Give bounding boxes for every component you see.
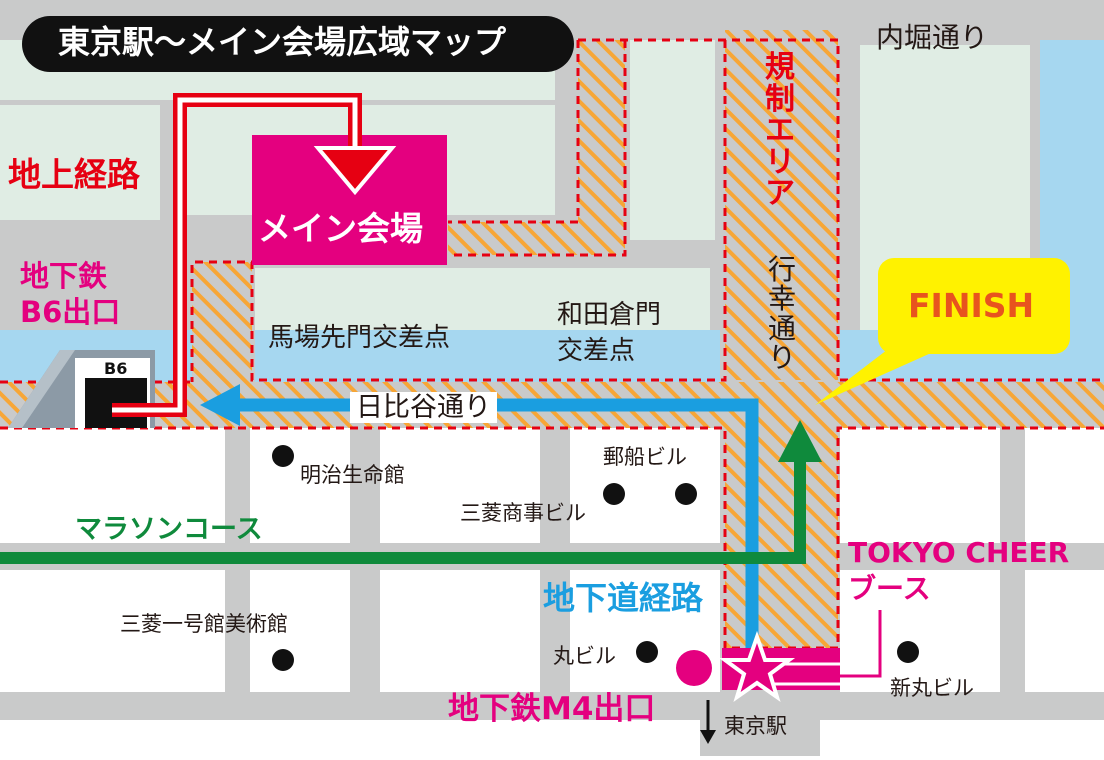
- dot-icon: [675, 483, 697, 505]
- station-label: 東京駅: [724, 714, 787, 738]
- building-meiji: 明治生命館: [300, 463, 405, 487]
- building-maru: 丸ビル: [553, 644, 616, 668]
- booth-marker: [718, 610, 882, 702]
- city-blocks: [0, 428, 1104, 756]
- map-title: 東京駅〜メイン会場広域マップ: [58, 23, 507, 61]
- dot-icon: [272, 649, 294, 671]
- finish-bubble: [815, 258, 1070, 405]
- b6-sign: B6: [104, 359, 128, 378]
- b6-exit-label-line1: 地下鉄: [20, 259, 108, 293]
- m4-exit-marker: [676, 650, 712, 686]
- underground-route-label: 地下道経路: [543, 579, 704, 617]
- intersection-wadakuramon-line2: 交差点: [557, 336, 636, 366]
- intersection-wadakuramon-line1: 和田倉門: [557, 300, 662, 330]
- down-arrow-icon: [700, 700, 716, 744]
- venue-label: メイン会場: [258, 209, 423, 248]
- building-dots: [272, 445, 919, 671]
- street-hibiya: 日比谷通り: [350, 392, 497, 423]
- booth-label-line2: ブース: [848, 572, 931, 605]
- building-shinmaru: 新丸ビル: [890, 676, 974, 700]
- booth-label-line1: TOKYO CHEER: [848, 536, 1070, 569]
- restricted-area-label: 規制エリア: [765, 50, 795, 211]
- street-gyoko: 行幸通り: [767, 253, 796, 375]
- m4-exit-label: 地下鉄M4出口: [448, 691, 656, 727]
- dot-icon: [897, 641, 919, 663]
- intersection-babasakimon: 馬場先門交差点: [268, 323, 451, 353]
- building-mitsubishi-ichigokan: 三菱一号館美術館: [120, 612, 288, 636]
- title-bar: [22, 16, 574, 72]
- building-mitsubishi-shoji: 三菱商事ビル: [460, 501, 586, 525]
- dot-icon: [603, 483, 625, 505]
- building-yusen: 郵船ビル: [603, 445, 687, 469]
- b6-exit-label-line2: B6出口: [20, 295, 121, 329]
- ground-route: [112, 93, 397, 417]
- dot-icon: [272, 445, 294, 467]
- dot-icon: [636, 641, 658, 663]
- ground-route-label: 地上経路: [8, 155, 140, 194]
- finish-label: FINISH: [908, 286, 1035, 325]
- marathon-course: [0, 420, 822, 564]
- street-uchibori: 内堀通り: [876, 21, 989, 54]
- star-icon: [718, 630, 796, 702]
- marathon-course-label: マラソンコース: [75, 514, 263, 545]
